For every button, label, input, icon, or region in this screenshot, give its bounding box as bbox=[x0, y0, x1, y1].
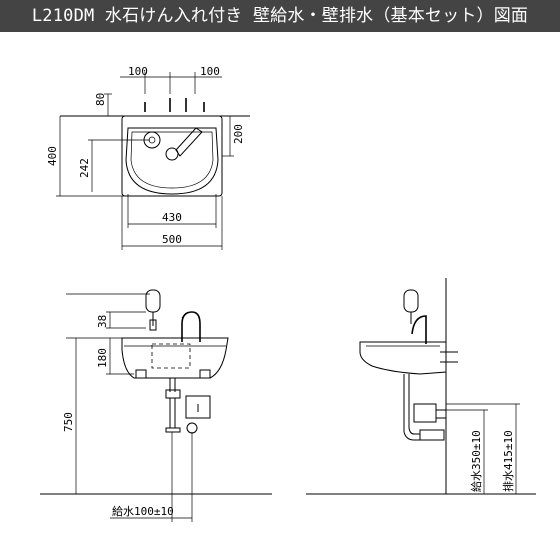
dim-basin-height: 180 bbox=[96, 348, 109, 368]
plan-view: 100 100 80 400 242 200 bbox=[46, 65, 250, 250]
dim-total-width: 500 bbox=[162, 233, 182, 246]
dim-supply-height: 給水350±10 bbox=[469, 430, 483, 492]
dim-bowl-depth: 200 bbox=[232, 124, 245, 144]
dim-rim-height: 750 bbox=[62, 412, 75, 432]
front-elevation: 38 180 750 給水100±10 bbox=[40, 289, 272, 522]
dim-faucet-right: 100 bbox=[200, 65, 220, 78]
dim-total-depth: 400 bbox=[46, 146, 59, 166]
dim-faucet-to-front: 242 bbox=[78, 158, 91, 178]
dim-faucet-left: 100 bbox=[128, 65, 148, 78]
dim-faucet-height: 38 bbox=[96, 315, 109, 328]
technical-drawing: 100 100 80 400 242 200 bbox=[40, 65, 536, 522]
dim-top-depth: 80 bbox=[94, 93, 107, 106]
side-elevation: 給水350±10 排水415±10 bbox=[306, 278, 536, 495]
dim-bowl-width: 430 bbox=[162, 211, 182, 224]
drawing-title: L210DM 水石けん入れ付き 壁給水・壁排水（基本セット）図面 bbox=[0, 0, 560, 32]
dim-drain-height: 排水415±10 bbox=[501, 430, 515, 492]
dim-supply-offset: 給水100±10 bbox=[112, 504, 174, 518]
